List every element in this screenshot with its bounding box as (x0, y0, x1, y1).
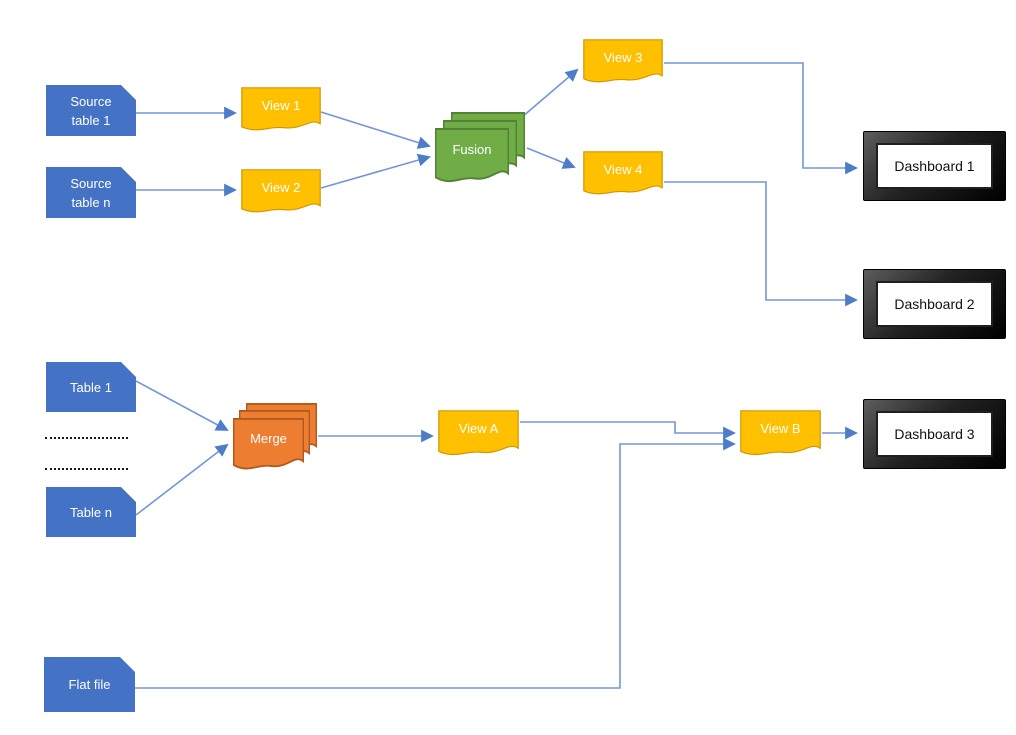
node-dashboard-2-label: Dashboard 2 (876, 281, 993, 327)
document-shape (583, 39, 663, 83)
node-merge-label: Merge (250, 430, 287, 446)
connector-fusion-view4 (526, 147, 576, 169)
connector-table1-merge (135, 380, 229, 431)
document-shape (438, 410, 519, 456)
node-view-1: View 1 (241, 87, 321, 137)
node-dashboard-1-label: Dashboard 1 (876, 143, 993, 189)
merge-front-sheet (233, 418, 304, 477)
connector-viewa-viewb (520, 421, 736, 440)
connector-view2-fusion (320, 153, 431, 189)
node-table-1: Table 1 (46, 362, 136, 412)
node-flat-file: Flat file (44, 657, 135, 712)
node-view-2: View 2 (241, 169, 321, 219)
node-view-3: View 3 (583, 39, 663, 89)
fusion-front-sheet (435, 128, 509, 190)
document-shape (583, 151, 663, 195)
node-dashboard-3-label: Dashboard 3 (876, 411, 993, 457)
node-source-table-1: Source table 1 (46, 85, 136, 136)
connector-view1-fusion (320, 111, 431, 149)
dotted-separator-1 (45, 437, 128, 439)
node-view-4-label: View 4 (603, 161, 643, 177)
node-view-4: View 4 (583, 151, 663, 201)
connector-tablen-merge (135, 443, 229, 516)
dotted-separator-2 (45, 468, 128, 470)
node-view-a: View A (438, 410, 519, 462)
node-view-2-label: View 2 (261, 179, 301, 195)
node-merge: Merge (233, 403, 317, 477)
connector-view3-dashboard1 (664, 62, 858, 175)
node-view-b-label: View B (760, 421, 801, 437)
node-view-b: View B (740, 410, 821, 462)
document-shape (740, 410, 821, 456)
node-dashboard-1: Dashboard 1 (863, 131, 1006, 201)
connector-flatfile-viewb (135, 437, 736, 689)
connector-view4-dashboard2 (664, 181, 858, 307)
node-view-1-label: View 1 (261, 97, 301, 113)
node-dashboard-3: Dashboard 3 (863, 399, 1006, 469)
document-shape (241, 87, 321, 131)
node-view-a-label: View A (458, 421, 499, 437)
node-source-table-n: Source table n (46, 167, 136, 218)
node-view-3-label: View 3 (603, 49, 643, 65)
connector-fusion-view3 (521, 68, 579, 118)
node-fusion-label: Fusion (452, 141, 492, 157)
document-shape (241, 169, 321, 213)
node-table-n: Table n (46, 487, 136, 537)
node-fusion: Fusion (435, 112, 525, 190)
node-dashboard-2: Dashboard 2 (863, 269, 1006, 339)
